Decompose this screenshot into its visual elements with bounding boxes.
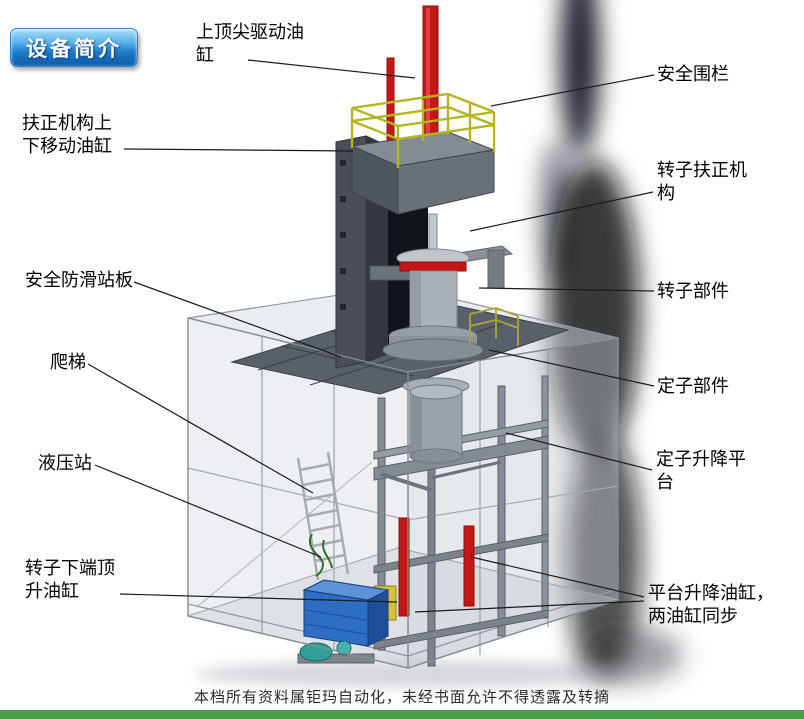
leader-platform-cylinders-b: [414, 600, 645, 613]
stator-part: [402, 377, 470, 464]
label-rotor-centering-mechanism: 转子扶正机构: [657, 160, 747, 203]
leader-stator-lift-platform: [505, 432, 653, 471]
leader-rotor-jack-cylinder: [119, 593, 398, 603]
label-ladder: 爬梯: [50, 352, 86, 372]
leader-platform-cylinders-a: [470, 556, 645, 598]
safety-fence: [350, 92, 496, 168]
label-top-tip-drive-cylinder: 上顶尖驱动油缸: [196, 22, 304, 65]
label-centering-move-cylinder: 扶正机构上下移动油缸: [22, 113, 112, 156]
label-hydraulic-station: 液压站: [38, 453, 92, 473]
label-safety-fence: 安全围栏: [657, 64, 729, 84]
hydraulic-hoses: [308, 533, 333, 577]
leader-anti-slip-platform: [133, 281, 342, 358]
label-stator-lift-platform: 定子升降平台: [656, 449, 746, 492]
access-ladder: [296, 451, 350, 581]
crosshead-box: [350, 131, 496, 215]
leader-stator-part: [488, 349, 655, 387]
leader-top-tip-drive-cylinder: [247, 59, 416, 79]
label-anti-slip-platform: 安全防滑站板: [25, 270, 133, 290]
watermark-text: 本档所有资料属钜玛自动化，未经书面允许不得透露及转摘: [193, 689, 610, 706]
leader-hydraulic-station: [94, 464, 322, 558]
deck-handrail: [469, 307, 519, 346]
leader-rotor-centering-mechanism: [469, 191, 654, 232]
label-rotor-jack-cylinder: 转子下端顶升油缸: [25, 558, 115, 601]
leader-rotor-part: [478, 287, 655, 292]
leader-centering-move-cylinder: [123, 148, 354, 152]
label-stator-part: 定子部件: [657, 376, 729, 396]
title-badge: 设备简介: [10, 28, 138, 67]
label-rotor-part: 转子部件: [657, 281, 729, 301]
rotor-part: [369, 213, 514, 362]
leader-safety-fence: [490, 74, 655, 107]
leader-ladder: [87, 363, 314, 494]
leader-lines: [87, 59, 655, 613]
smoke-shadow: [540, 0, 683, 683]
footer-strip: [0, 710, 804, 719]
title-badge-label: 设备简介: [26, 37, 122, 61]
label-platform-lift-cylinders: 平台升降油缸，两油缸同步: [648, 583, 774, 626]
ground-shadow: [195, 660, 635, 688]
enclosure-edges: [187, 317, 619, 669]
platform-lift-cylinders: [398, 517, 475, 617]
